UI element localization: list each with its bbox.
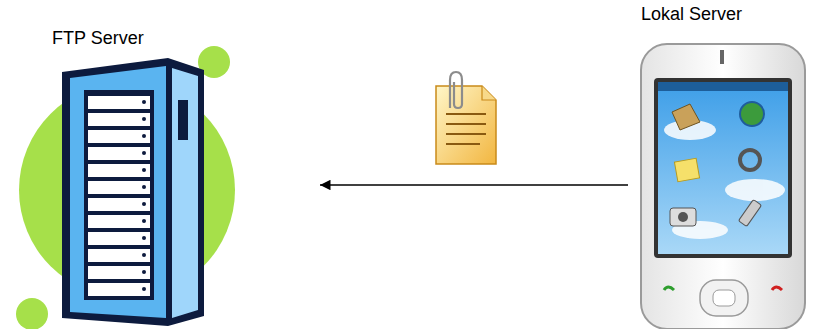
side-vent <box>178 100 188 140</box>
document-icon <box>436 72 496 164</box>
text-lines <box>446 114 486 144</box>
clouds <box>664 120 785 239</box>
node-label: Lokal Server <box>641 4 742 25</box>
end-key <box>772 287 782 290</box>
nav-pad <box>700 280 748 316</box>
tower-front <box>70 66 166 318</box>
paperclip <box>450 72 462 108</box>
server-node: FTP Server <box>15 28 320 326</box>
rack-frame <box>84 90 154 300</box>
paper-fold <box>482 86 496 100</box>
server-illustration <box>16 46 235 329</box>
screen-frame <box>654 78 792 258</box>
transfer-arrow <box>320 184 628 186</box>
call-key <box>664 287 674 290</box>
slot-leds <box>142 100 146 291</box>
tower-outline <box>62 58 204 326</box>
paper <box>436 86 496 164</box>
green-dot <box>16 298 48 329</box>
screen-icons <box>670 102 764 227</box>
phone-illustration <box>641 44 805 329</box>
server-node: Lokal Server <box>628 4 808 326</box>
tower-side <box>172 68 198 318</box>
nav-center <box>713 290 735 306</box>
status-bar <box>658 82 788 91</box>
node-label: FTP Server <box>52 28 144 49</box>
phone-body <box>641 44 805 329</box>
earpiece <box>720 50 724 64</box>
screen <box>658 82 788 254</box>
rack-slots <box>88 96 150 296</box>
